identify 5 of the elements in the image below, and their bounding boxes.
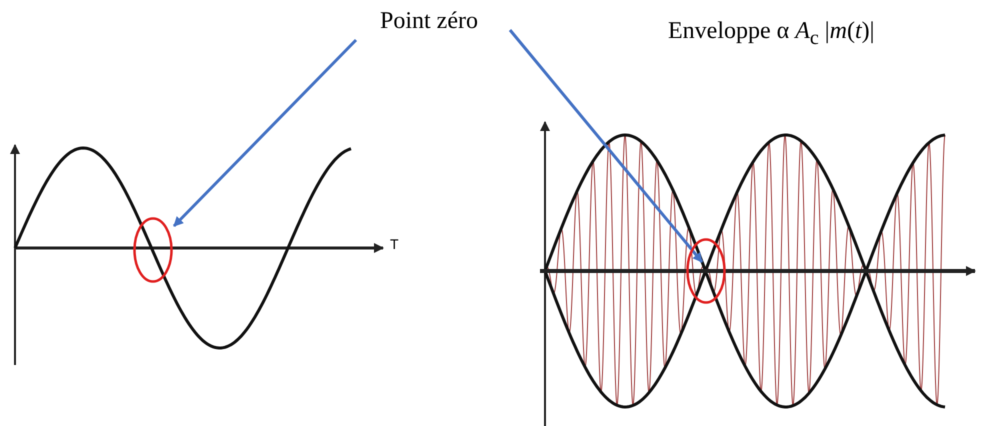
axis-label: T	[390, 236, 399, 252]
arrow	[508, 29, 704, 263]
arrow	[172, 38, 358, 228]
envelope-label: Enveloppe α A$_{c}$ |m(t)|	[668, 18, 874, 50]
callout-label: Point zéro	[380, 8, 479, 35]
